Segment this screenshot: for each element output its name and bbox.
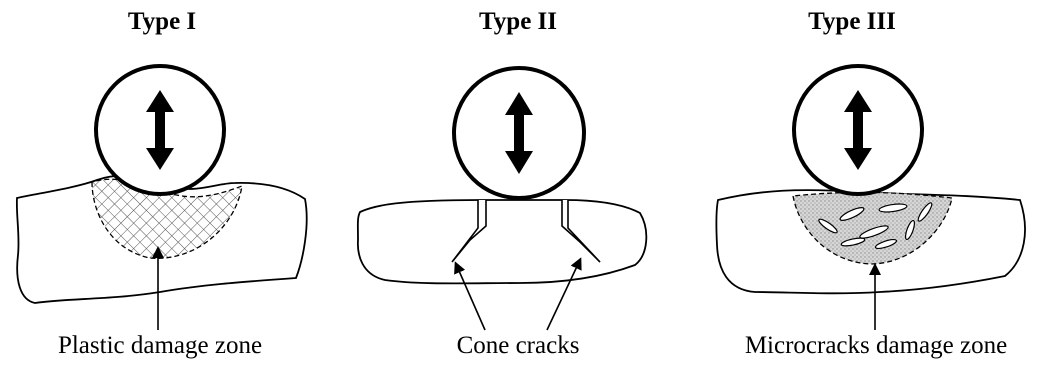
panel-type-2 [356,66,648,331]
panel-title-type-1: Type I [127,8,197,35]
microcrack [904,219,916,241]
cone-crack-right [561,200,601,263]
panel-title-type-3: Type III [808,8,896,35]
microcrack [839,207,865,221]
double-arrow-icon [505,92,533,174]
double-arrow-icon [844,90,872,170]
microcrack [917,202,933,222]
panel-type-3 [715,64,1026,330]
microcrack [859,225,889,239]
microcrack [874,238,898,250]
panel-type-1 [15,64,308,330]
microcrack [840,237,866,247]
double-arrow-icon [146,90,174,170]
caption-microcracks-damage-zone: Microcracks damage zone [744,332,1008,359]
caption-cone-cracks: Cone cracks [456,332,580,359]
pointer-arrow-left [454,261,486,331]
pointer-arrow-right [546,257,582,331]
caption-plastic-damage-zone: Plastic damage zone [57,332,263,359]
microcrack [878,203,908,213]
cone-crack-left [451,200,487,263]
microcracks [818,202,933,250]
panel-title-type-2: Type II [478,8,558,35]
specimen-body [356,199,648,285]
microcrack [818,218,838,234]
